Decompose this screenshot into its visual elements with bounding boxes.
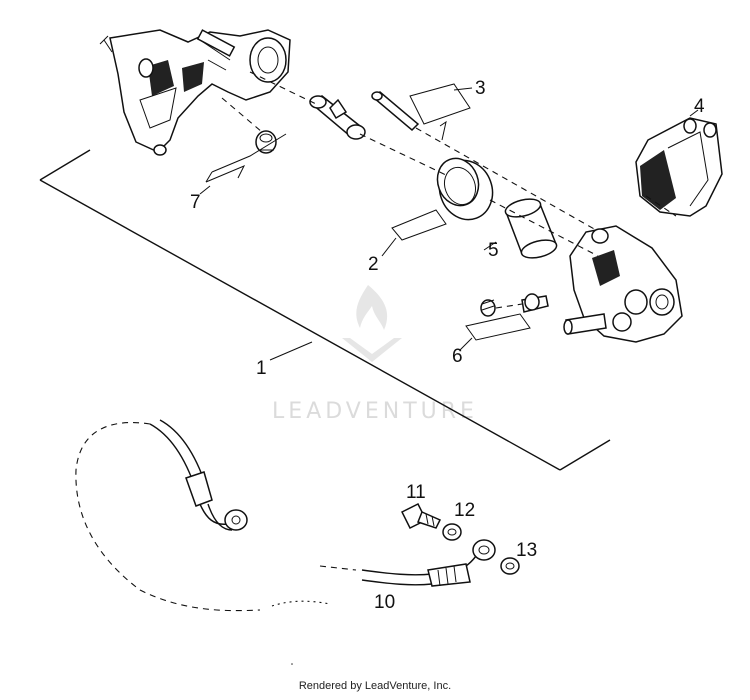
piston-seal-part <box>436 157 494 221</box>
callout-4: 4 <box>694 96 705 117</box>
brake-pads-part <box>635 117 723 217</box>
footer-credit: Rendered by LeadVenture, Inc. <box>298 680 452 692</box>
slide-pin-part <box>309 95 366 140</box>
callout-labels: 1 2 3 4 5 6 7 10 11 12 13 <box>190 78 705 613</box>
hose-end-part <box>319 539 496 587</box>
callout-5: 5 <box>488 240 499 261</box>
leader-lines <box>199 83 699 351</box>
callout-1: 1 <box>256 358 267 379</box>
watermark-text: LEADVENTURE <box>272 399 478 424</box>
washers-part <box>442 523 520 575</box>
callout-13: 13 <box>516 540 537 561</box>
callout-11: 11 <box>406 482 426 503</box>
caliper-body-part <box>563 225 683 343</box>
callout-10: 10 <box>374 592 395 613</box>
assembly-bracket <box>39 149 611 471</box>
boot-part <box>255 130 277 154</box>
brake-hose-part <box>75 419 331 612</box>
callout-12: 12 <box>454 500 475 521</box>
callout-2: 2 <box>368 254 379 275</box>
banjo-bolt-part <box>400 502 442 530</box>
callout-7: 7 <box>190 192 201 213</box>
assembly-axes <box>221 71 677 309</box>
pad-pin-part <box>371 90 447 141</box>
piston-part <box>504 198 558 259</box>
stray-dot <box>291 663 293 665</box>
callout-3: 3 <box>475 78 486 99</box>
callout-6: 6 <box>452 346 463 367</box>
leadventure-watermark: LEADVENTURE <box>272 285 478 424</box>
caliper-bracket-part <box>99 29 291 156</box>
bleeder-parts <box>480 293 549 317</box>
